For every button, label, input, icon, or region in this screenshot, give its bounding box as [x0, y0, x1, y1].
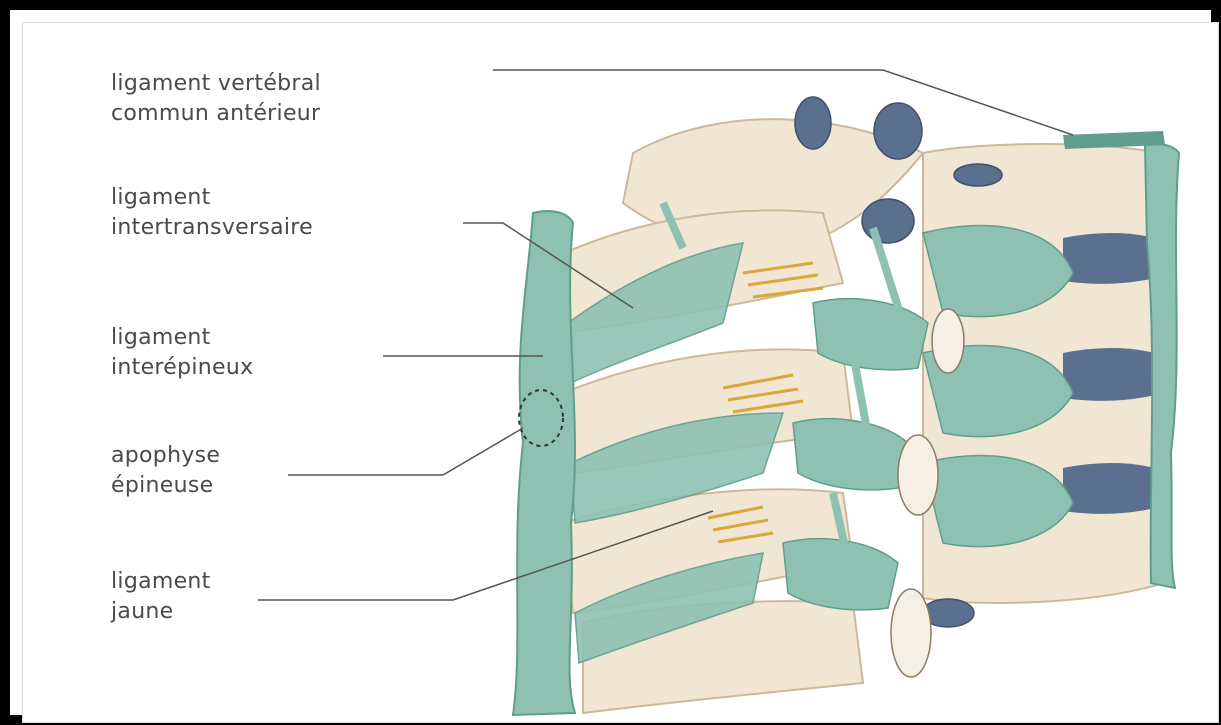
supraspinous-ligament-strip	[513, 211, 575, 715]
spine-ligaments-figure: ligament vertébral commun antérieur liga…	[22, 22, 1219, 723]
intervertebral-disc	[1063, 348, 1155, 401]
leader-line-spinous-process	[288, 428, 523, 475]
label-interspinous-ligament: ligament interépineux	[111, 323, 253, 383]
intervertebral-disc	[1063, 463, 1155, 514]
label-intertransverse-ligament: ligament intertransversaire	[111, 183, 313, 243]
label-anterior-longitudinal-ligament: ligament vertébral commun antérieur	[111, 69, 321, 129]
intervertebral-disc	[1063, 233, 1155, 284]
label-ligamentum-flavum: ligament jaune	[111, 567, 211, 627]
label-spinous-process: apophyse épineuse	[111, 441, 220, 501]
